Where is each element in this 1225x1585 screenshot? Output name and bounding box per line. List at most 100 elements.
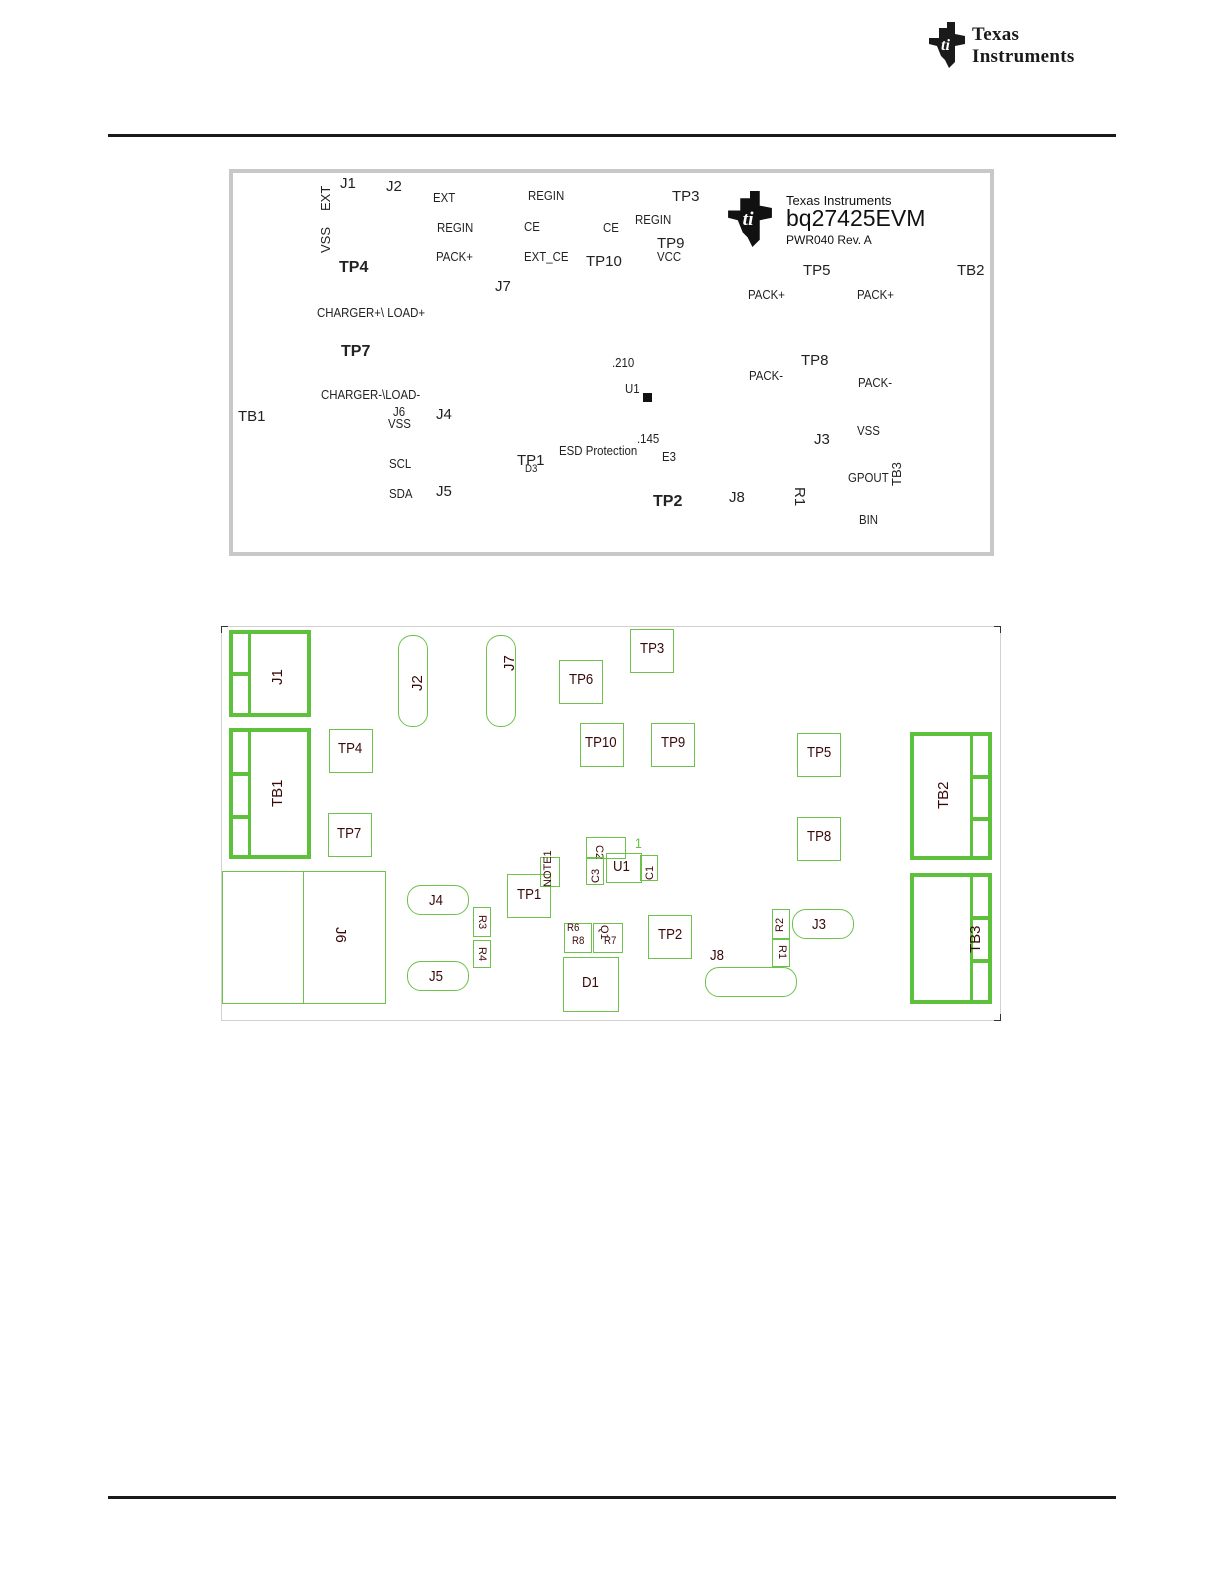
silk-j4: J4 — [436, 406, 452, 423]
svg-text:ti: ti — [941, 37, 950, 54]
silk-tp4: TP4 — [339, 259, 369, 276]
silk-tp7: TP7 — [341, 343, 371, 360]
silk-ext-ce: EXT_CE — [524, 249, 569, 264]
brand-company: Texas Instruments — [786, 193, 892, 208]
silk-d3: D3 — [525, 463, 538, 475]
silk-pack-plus-1: PACK+ — [436, 249, 473, 264]
r2-outline — [772, 909, 790, 939]
j1-divider — [229, 672, 251, 676]
silk-pack-plus-3: PACK+ — [857, 287, 894, 302]
tb1-divider — [229, 772, 251, 776]
silk-charger-load-minus: CHARGER-\LOAD- — [321, 387, 421, 402]
silk-pack-minus-1: PACK- — [749, 368, 784, 383]
silk-bin: BIN — [859, 512, 879, 527]
assy-r4: R4 — [476, 947, 488, 962]
assy-tb1: TB1 — [269, 779, 286, 807]
r3-outline — [473, 907, 491, 937]
tb3-terminal-side — [970, 873, 992, 1004]
assy-j6: J6 — [332, 927, 349, 943]
assy-tp4: TP4 — [338, 740, 363, 757]
tb2-terminal-side — [970, 732, 992, 860]
silk-vss-1: VSS — [388, 416, 411, 431]
assy-tp5: TP5 — [807, 744, 832, 761]
assy-r7: R7 — [604, 935, 617, 947]
r1-outline — [772, 939, 790, 967]
ti-logo-icon: ti — [929, 22, 965, 68]
silkscreen-figure: ti Texas Instruments bq27425EVM PWR040 R… — [229, 169, 994, 556]
corner-mark — [994, 626, 1001, 633]
tp10-outline — [580, 723, 624, 767]
silk-charger-load-plus: CHARGER+\ LOAD+ — [317, 305, 426, 320]
silk-pack-plus-2: PACK+ — [748, 287, 785, 302]
logo-line1: Texas — [972, 24, 1020, 45]
assy-j3: J3 — [812, 916, 826, 933]
logo-line2: Instruments — [972, 46, 1075, 67]
u1-outline — [606, 853, 642, 883]
silk-j2: J2 — [386, 178, 402, 195]
tp4-outline — [329, 729, 373, 773]
silk-j6: J6 — [393, 404, 406, 419]
silk-sda: SDA — [389, 486, 413, 501]
silk-gpout: GPOUT — [848, 470, 889, 485]
tp1-outline — [507, 874, 551, 918]
silk-regin-3: REGIN — [635, 212, 672, 227]
assy-r6: R6 — [567, 922, 580, 934]
silk-tp1: TP1 — [517, 452, 545, 469]
assy-tp1: TP1 — [517, 886, 542, 903]
silk-ce-2: CE — [603, 220, 619, 235]
assy-pin1-mark: 1 — [635, 835, 642, 851]
assy-j5: J5 — [429, 968, 443, 985]
silk-tp5: TP5 — [803, 262, 831, 279]
board-brand: ti Texas Instruments bq27425EVM PWR040 R… — [721, 191, 925, 252]
r6-r8-outline — [564, 923, 592, 953]
brand-product: bq27425EVM — [786, 205, 926, 231]
ti-board-logo-icon: ti — [728, 191, 772, 247]
assy-r8: R8 — [572, 935, 585, 947]
silk-scl: SCL — [389, 456, 412, 471]
ti-logo: ti Texas Instruments — [925, 22, 1115, 72]
j7-outline — [486, 635, 516, 727]
j5-outline — [407, 961, 469, 991]
silk-145: .145 — [637, 431, 660, 446]
d1-outline — [563, 957, 619, 1012]
tb2-divider — [970, 775, 992, 779]
silk-tp10: TP10 — [586, 253, 622, 270]
assy-j4: J4 — [429, 892, 443, 909]
silk-210: .210 — [612, 355, 635, 370]
corner-mark — [994, 1014, 1001, 1021]
silk-e3: E3 — [662, 449, 676, 464]
silk-esd-protection: ESD Protection — [559, 443, 638, 458]
footer-rule — [108, 1496, 1116, 1499]
assy-tp2: TP2 — [658, 926, 683, 943]
j2-outline — [398, 635, 428, 727]
silk-ext-vertical: EXT — [318, 185, 333, 211]
silk-j1: J1 — [340, 175, 356, 192]
silk-regin-1: REGIN — [528, 188, 565, 203]
silk-j3: J3 — [814, 431, 830, 448]
assy-tp7: TP7 — [337, 825, 362, 842]
j6-outline-left — [222, 871, 304, 1004]
silk-j7: J7 — [495, 278, 511, 295]
assy-r1: R1 — [776, 945, 788, 960]
brand-revision: PWR040 Rev. A — [786, 233, 872, 247]
assy-c3: C3 — [590, 868, 602, 883]
j4-outline — [407, 885, 469, 915]
silk-u1-pin1-marker — [643, 393, 652, 402]
assy-tp6: TP6 — [569, 671, 594, 688]
tp2-outline — [648, 915, 692, 959]
silk-pack-minus-2: PACK- — [858, 375, 893, 390]
silk-vss-vertical: VSS — [318, 226, 333, 253]
silk-tp3: TP3 — [672, 188, 700, 205]
tb3-divider — [970, 959, 992, 963]
silk-tp2: TP2 — [653, 493, 683, 510]
r4-outline — [473, 940, 491, 968]
j6-outline-right — [303, 871, 386, 1004]
silk-u1: U1 — [625, 381, 640, 396]
note1-outline — [540, 857, 560, 887]
tb1-divider — [229, 815, 251, 819]
tp6-outline — [559, 660, 603, 704]
silk-tb2: TB2 — [957, 262, 985, 279]
silk-j8: J8 — [729, 489, 745, 506]
tp7-outline — [328, 813, 372, 857]
assy-j7: J7 — [501, 655, 518, 671]
